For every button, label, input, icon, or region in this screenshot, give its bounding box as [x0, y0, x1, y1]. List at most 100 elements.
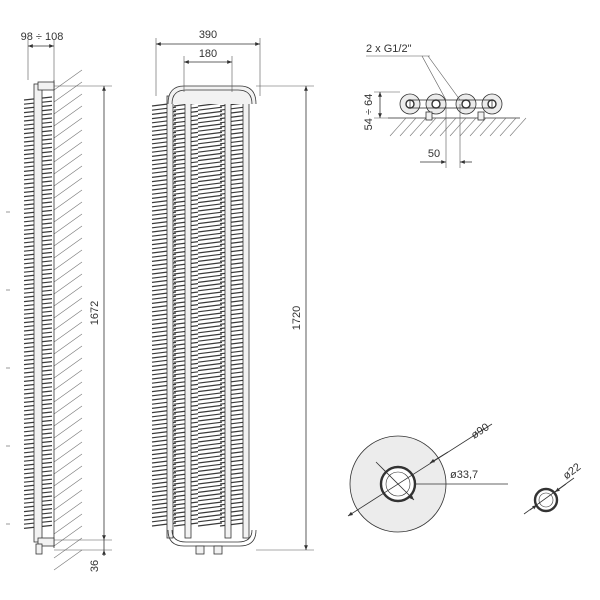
hatch-line — [53, 237, 83, 259]
hatch-line — [53, 453, 83, 475]
fin-line — [197, 140, 223, 145]
fin-line — [219, 241, 245, 246]
side-tube — [33, 83, 43, 543]
fin-line — [219, 123, 245, 128]
hatch-line — [53, 537, 83, 559]
fin-line — [219, 270, 245, 275]
fin-line — [219, 497, 245, 502]
fin-line — [219, 287, 245, 292]
fin-line — [219, 320, 245, 325]
fin-line — [219, 136, 245, 141]
fin-line — [219, 152, 245, 157]
fin-line — [219, 421, 245, 426]
fin-line — [197, 438, 223, 443]
fin-line — [219, 157, 245, 162]
fin-line — [197, 354, 223, 359]
fin-line — [219, 178, 245, 183]
hatch-line — [469, 117, 487, 137]
fin-line — [197, 136, 223, 141]
fin-line — [197, 253, 223, 258]
fin-line — [197, 207, 223, 212]
fin-line — [197, 241, 223, 246]
fin-line — [219, 446, 245, 451]
hatch-line — [53, 201, 83, 223]
fin-line — [197, 493, 223, 498]
side-valve — [35, 543, 43, 555]
fin-line — [219, 463, 245, 468]
side-view: 98 ÷ 108 1672 36 — [6, 31, 112, 572]
fin-line — [197, 308, 223, 313]
fin-line — [197, 388, 223, 393]
inner-width-label: 180 — [199, 48, 217, 60]
fin-line — [197, 522, 223, 527]
width-label: 390 — [199, 29, 217, 41]
column-tube — [166, 95, 174, 539]
fin-line — [197, 425, 223, 430]
valve-right — [213, 545, 223, 555]
fin-line — [197, 211, 223, 216]
fin-line — [197, 110, 223, 115]
fin-line — [197, 312, 223, 317]
hatch-line — [53, 357, 83, 379]
hatch-line — [53, 273, 83, 295]
fin-line — [219, 144, 245, 149]
depth-label: 98 ÷ 108 — [21, 31, 64, 43]
fin-line — [219, 127, 245, 132]
hatch-line — [53, 117, 83, 139]
fin-line — [197, 467, 223, 472]
hatch-line — [429, 117, 447, 137]
fin-line — [197, 236, 223, 241]
fin-line — [219, 266, 245, 271]
fin-line — [197, 333, 223, 338]
hatch-line — [53, 321, 83, 343]
column-tube — [184, 95, 192, 539]
bottom-header — [167, 529, 257, 547]
hatch-line — [499, 117, 517, 137]
fin-line — [197, 505, 223, 510]
fin-line — [197, 362, 223, 367]
top-view: 2 x G1/2" 54 ÷ 64 50 — [363, 43, 527, 168]
hatch-line — [53, 441, 83, 463]
fin-line — [197, 400, 223, 405]
fin-line — [219, 346, 245, 351]
hatch-line — [53, 177, 83, 199]
fin-line — [197, 472, 223, 477]
fin-line — [219, 493, 245, 498]
fin-line — [219, 371, 245, 376]
fin-line — [219, 245, 245, 250]
valve-left — [195, 545, 205, 555]
fin-line — [219, 283, 245, 288]
hatch-line — [53, 465, 83, 487]
fin-line — [197, 383, 223, 388]
hatch-line — [449, 117, 467, 137]
fin-line — [219, 215, 245, 220]
fin-line — [219, 476, 245, 481]
fin-line — [219, 375, 245, 380]
top-header — [167, 85, 257, 105]
fin-line — [219, 249, 245, 254]
fin-line — [197, 409, 223, 414]
fin-line — [219, 514, 245, 519]
fin-line — [197, 115, 223, 120]
fin-line — [219, 182, 245, 187]
fin-line — [197, 299, 223, 304]
fin-line — [197, 509, 223, 514]
fin-line — [197, 215, 223, 220]
fin-line — [219, 337, 245, 342]
hatch-line — [53, 129, 83, 151]
hatch-line — [399, 117, 417, 137]
hatch-line — [53, 213, 83, 235]
fin-line — [219, 220, 245, 225]
fin-line — [219, 362, 245, 367]
fin-line — [219, 186, 245, 191]
fin-line — [219, 488, 245, 493]
fin-line — [197, 459, 223, 464]
hatch-line — [53, 333, 83, 355]
fin-line — [197, 514, 223, 519]
fin-line — [197, 278, 223, 283]
fin-line — [197, 337, 223, 342]
fin-line — [197, 257, 223, 262]
hatch-line — [53, 105, 83, 127]
fin-line — [197, 106, 223, 111]
fin-line — [197, 480, 223, 485]
